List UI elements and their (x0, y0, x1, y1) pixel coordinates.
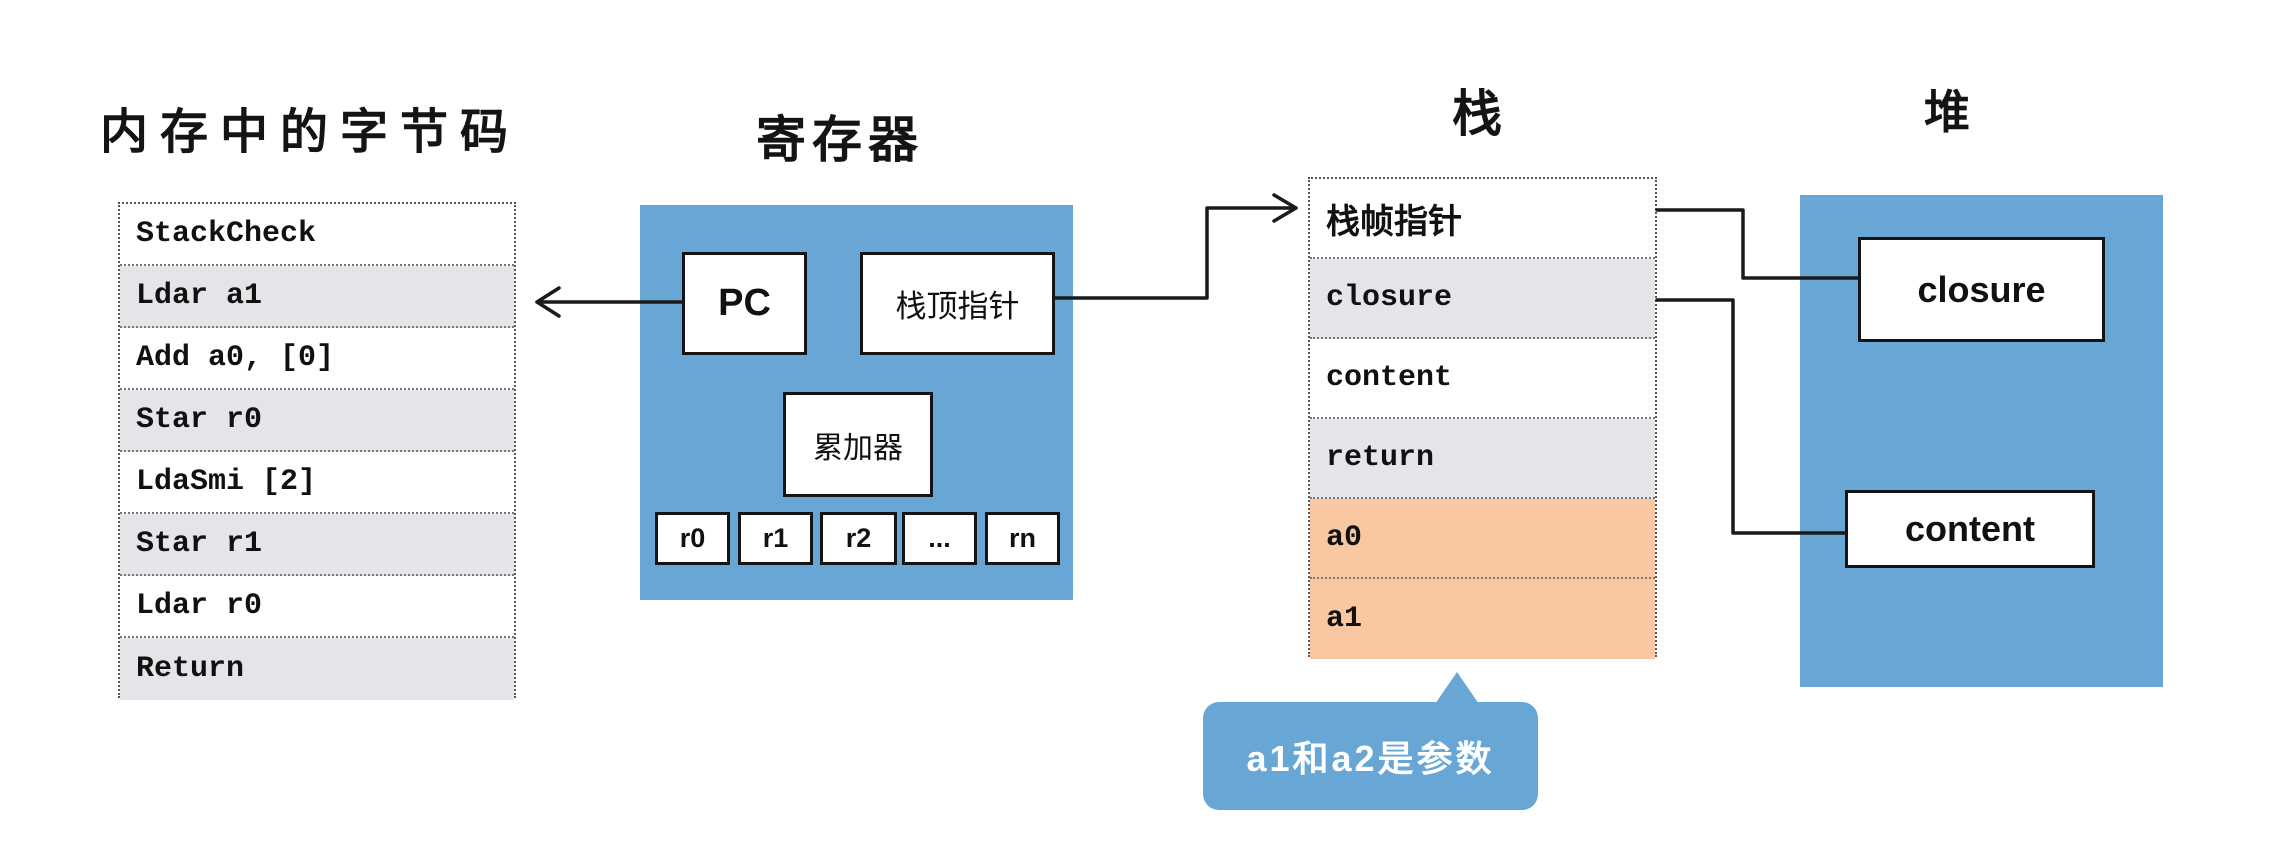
stack-row-a0: a0 (1310, 499, 1655, 579)
bytecode-row: Star r0 (120, 390, 514, 452)
register-r2-box: r2 (820, 512, 897, 565)
stack-top-pointer-box: 栈顶指针 (860, 252, 1055, 355)
bytecode-row: Add a0, [0] (120, 328, 514, 390)
heap-closure-box: closure (1858, 237, 2105, 342)
bytecode-list: StackCheck Ldar a1 Add a0, [0] Star r0 L… (118, 202, 516, 700)
pc-register-box: PC (682, 252, 807, 355)
register-r0-box: r0 (655, 512, 730, 565)
heap-content-box: content (1845, 490, 2095, 568)
heap-section-title: 堆 (1924, 86, 1970, 138)
bytecode-row: StackCheck (120, 204, 514, 266)
registers-section-title: 寄存器 (756, 112, 924, 168)
bytecode-row: Ldar a1 (120, 266, 514, 328)
bytecode-row: Star r1 (120, 514, 514, 576)
bytecode-section-title: 内存中的字节码 (100, 106, 521, 159)
accumulator-box: 累加器 (783, 392, 933, 497)
stack-row-a1: a1 (1310, 579, 1655, 659)
bytecode-row: Return (120, 638, 514, 700)
stack-row-closure: closure (1310, 259, 1655, 339)
bubble-tail-icon (1435, 672, 1479, 704)
stack-row-content: content (1310, 339, 1655, 419)
annotation-bubble: a1和a2是参数 (1203, 702, 1538, 810)
stack-row-frame-pointer: 栈帧指针 (1310, 179, 1655, 259)
register-ellipsis-box: ... (902, 512, 977, 565)
bytecode-row: LdaSmi [2] (120, 452, 514, 514)
register-rn-box: rn (985, 512, 1060, 565)
register-r1-box: r1 (738, 512, 813, 565)
stack-row-return: return (1310, 419, 1655, 499)
bytecode-row: Ldar r0 (120, 576, 514, 638)
stack-top-pointer-arrow (1053, 193, 1298, 300)
stack-list: 栈帧指针 closure content return a0 a1 (1308, 177, 1657, 659)
stack-section-title: 栈 (1452, 86, 1502, 142)
